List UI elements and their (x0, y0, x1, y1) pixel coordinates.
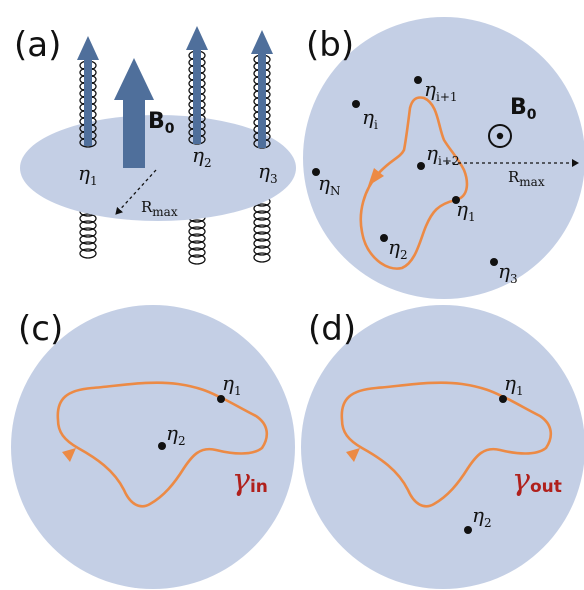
orbit-loop-c (56, 381, 269, 508)
vortex-label-b-i: ηi (362, 105, 378, 132)
vortex-label-d-2: η2 (472, 503, 492, 530)
panel-d-label: (d) (308, 309, 356, 349)
vortex-arrow-2 (186, 26, 208, 144)
vortex-label-b-i+2: ηi+2 (426, 141, 460, 168)
vortex-label-b-3: η3 (498, 259, 518, 286)
vortex-label-d-1: η1 (504, 371, 524, 398)
orbit-direction-arrow-b (368, 168, 384, 186)
orbit-direction-arrow-d (346, 448, 360, 462)
vortex-coil-lower-3 (253, 196, 271, 263)
vortex-dot-c-1 (217, 395, 225, 403)
radius-arrow-a (115, 169, 157, 215)
vortex-dot-b-i+1 (414, 76, 422, 84)
sample-disk-d (301, 305, 584, 589)
orbit-loop-d (340, 381, 553, 508)
panel-a: (a) B0 η1 η2 η3 (14, 25, 296, 265)
vortex-dot-c-2 (158, 442, 166, 450)
sample-disk-c (11, 305, 295, 589)
vortex-arrow-3 (251, 30, 273, 148)
radius-label-a: Rmax (141, 198, 178, 219)
panel-a-label: (a) (14, 25, 61, 65)
panel-c: (c) η1 η2 γin (11, 305, 295, 589)
panel-b: (b) ηi+1 ηi ηi+2 ηN η1 η2 η3 B0 Rmax (303, 17, 584, 299)
vortex-dot-b-3 (490, 258, 498, 266)
coil-loops (79, 60, 97, 148)
vortex-label-b-2: η2 (388, 235, 408, 262)
vortex-dot-d-1 (499, 395, 507, 403)
vortex-label-b-1: η1 (456, 197, 476, 224)
loop-label-in: γin (232, 463, 268, 498)
orbit-direction-arrow-c (62, 448, 76, 462)
vortex-label-a-1: η1 (78, 161, 98, 188)
vortex-label-a-3: η3 (258, 159, 278, 186)
vortex-label-c-1: η1 (222, 371, 242, 398)
vortex-dot-b-1 (452, 196, 460, 204)
vortex-dot-b-i (352, 100, 360, 108)
vortex-label-b-N: ηN (318, 171, 340, 198)
loop-label-out: γout (512, 463, 562, 498)
field-label-b: B0 (510, 95, 537, 123)
orbit-loop-b (359, 96, 469, 270)
vortex-label-c-2: η2 (166, 421, 186, 448)
vortex-dot-b-i+2 (417, 162, 425, 170)
vortex-dot-d-2 (464, 526, 472, 534)
panel-d: (d) η1 η2 γout (301, 305, 584, 589)
vortex-arrow-1 (77, 36, 99, 146)
sample-disk-b (303, 17, 584, 299)
vortex-dot-b-N (312, 168, 320, 176)
vortex-coil-upper-1 (79, 60, 97, 148)
vortex-coil-upper-3 (253, 54, 271, 149)
coil-loops (253, 54, 271, 149)
magnetic-field-arrow (114, 58, 154, 168)
coil-loops (188, 50, 206, 145)
vortex-label-a-2: η2 (192, 143, 212, 170)
panel-c-label: (c) (18, 309, 63, 349)
vortex-label-b-i+1: ηi+1 (424, 77, 458, 104)
panel-b-label: (b) (306, 25, 354, 65)
vortex-coil-upper-2 (188, 50, 206, 145)
vortex-dot-b-2 (380, 234, 388, 242)
field-label-a: B0 (148, 109, 175, 137)
coil-loops (253, 196, 271, 263)
out-of-plane-dot-icon (488, 124, 512, 148)
radius-label-b: Rmax (508, 168, 545, 189)
